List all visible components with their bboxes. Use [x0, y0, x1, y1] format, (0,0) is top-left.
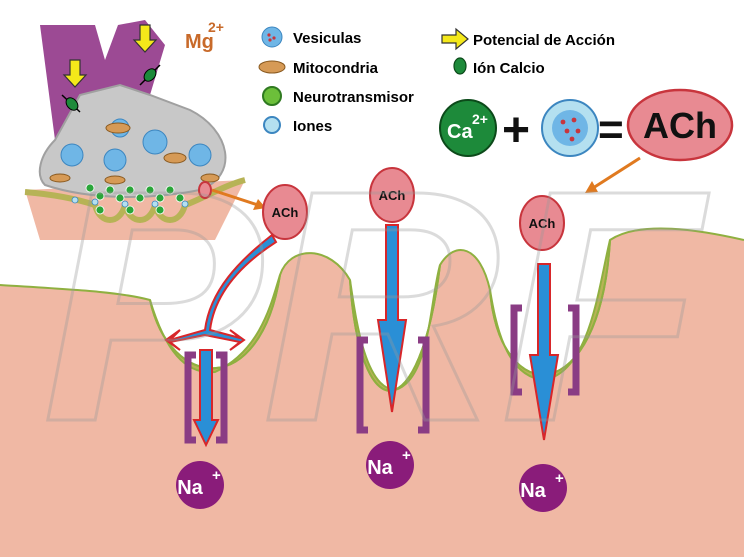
- equals-sign: =: [598, 105, 624, 154]
- legend: Vesiculas Mitocondria Neurotransmisor Io…: [258, 26, 615, 135]
- mitochondrion: [200, 173, 220, 183]
- calcium-superscript: 2+: [472, 111, 488, 127]
- ach-result-oval: [626, 88, 734, 162]
- sodium-left: [176, 461, 224, 509]
- channel-right-b: [568, 304, 580, 396]
- ach-molecule-right: [519, 195, 565, 251]
- inset-muscle: [25, 180, 245, 240]
- inset-mitochondria: [49, 122, 220, 185]
- ach-arrow-middle: [376, 224, 408, 413]
- mitochondrion: [104, 175, 126, 185]
- ach-molecule-middle: [369, 167, 415, 223]
- vesicle: [103, 148, 127, 172]
- terminal-button: [38, 83, 227, 198]
- ach-arrow-left: [164, 233, 278, 448]
- inset-neurotransmitter: [85, 183, 185, 215]
- mg-superscript: 2+: [208, 19, 224, 35]
- sodium-right: [519, 464, 567, 512]
- calcium-label: Ca: [447, 121, 473, 143]
- calcium-ion-icon: [453, 57, 467, 75]
- calcium-circle: [439, 99, 497, 157]
- inset-calcium: [61, 64, 161, 113]
- ion-channels: [184, 304, 580, 444]
- ach-arrow-right: [528, 263, 560, 441]
- legend-ion-calcio: Ión Calcio: [473, 60, 545, 77]
- vesicle-large-icon: [541, 99, 599, 157]
- action-potential-icon: [441, 27, 469, 51]
- ach-molecules: ACh ACh ACh: [262, 167, 565, 251]
- sodium-right-sup: +: [555, 470, 564, 487]
- legend-neurotransmisor: Neurotransmisor: [293, 89, 414, 106]
- legend-vesiculas: Vesiculas: [293, 30, 361, 47]
- ach-molecule-left: [262, 184, 308, 240]
- ach-result-label: ACh: [643, 105, 717, 146]
- channel-middle-a: [356, 336, 368, 434]
- sodium-left-label: Na: [177, 477, 203, 499]
- sodium-middle-label: Na: [367, 457, 393, 479]
- sodium-ions: Na + Na + Na +: [176, 441, 567, 512]
- inset-terminal: [24, 20, 246, 240]
- legend-iones: Iones: [293, 118, 332, 135]
- neurotransmitter-icon: [262, 86, 282, 106]
- ach-label-left: ACh: [272, 205, 299, 220]
- mg-label: Mg: [185, 31, 214, 53]
- channel-left-a: [184, 351, 196, 444]
- legend-vesicle-icon: [261, 26, 283, 48]
- ach-label-right: ACh: [529, 216, 556, 231]
- sodium-middle-sup: +: [402, 447, 411, 464]
- watermark: PRF: [42, 121, 712, 490]
- channel-middle-b: [418, 336, 430, 434]
- sodium-middle: [366, 441, 414, 489]
- vesicle: [188, 143, 212, 167]
- action-potential-arrows: [62, 24, 158, 88]
- legend-mitocondria: Mitocondria: [293, 60, 379, 77]
- sodium-left-sup: +: [212, 467, 221, 484]
- plus-sign: +: [502, 104, 530, 157]
- mitochondrion: [105, 122, 131, 134]
- legend-potencial: Potencial de Acción: [473, 32, 615, 49]
- mitochondrion: [49, 173, 71, 183]
- ion-icon: [263, 116, 281, 134]
- sodium-right-label: Na: [520, 480, 546, 502]
- mitochondria-icon: [258, 60, 286, 74]
- vesicle: [60, 143, 84, 167]
- channel-left-b: [216, 351, 228, 444]
- channel-right-a: [510, 304, 522, 396]
- ach-label-middle: ACh: [379, 188, 406, 203]
- inset-receptor: [198, 181, 212, 199]
- orange-arrows: [211, 156, 641, 210]
- vesicle: [142, 129, 168, 155]
- mitochondrion: [163, 152, 187, 164]
- inset-fold-band: [24, 177, 246, 223]
- equation: Ca 2+ + = ACh: [439, 88, 734, 162]
- inset-ions: [71, 196, 189, 208]
